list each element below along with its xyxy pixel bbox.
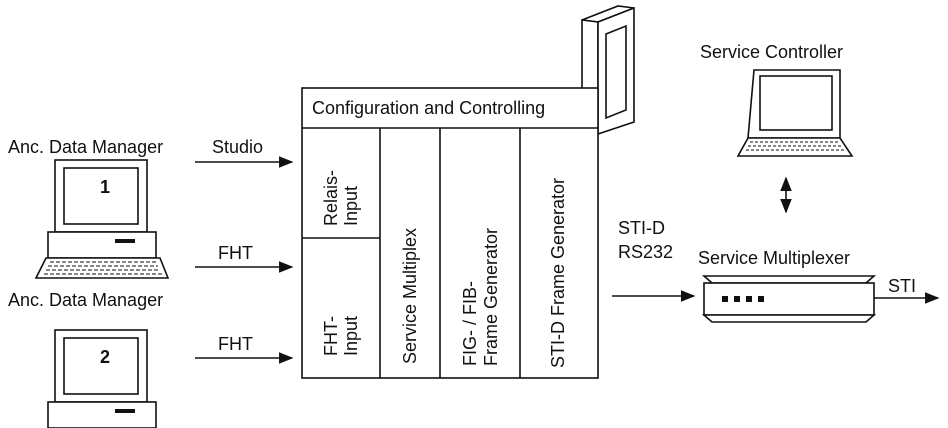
ancillary-data-computer-2 (47, 329, 157, 428)
sti-label: STI (888, 276, 916, 296)
studio-label: Studio (212, 137, 263, 157)
sti-d-frame-generator-label: STI-D Frame Generator (548, 178, 568, 368)
anc-data-manager-label-1: Anc. Data Manager (8, 137, 163, 157)
service-multiplexer-device (701, 275, 877, 323)
service-multiplexer-label: Service Multiplexer (698, 248, 850, 268)
rs232-label: RS232 (618, 242, 673, 262)
relais-input-label-line2: Input (341, 186, 361, 226)
fig-fib-label-line2: Frame Generator (481, 228, 501, 366)
pc1-number: 1 (100, 177, 110, 197)
config-controlling-label: Configuration and Controlling (312, 98, 545, 118)
fht-input-label-line1: FHT- (321, 316, 341, 356)
service-multiplex-label: Service Multiplex (400, 228, 420, 364)
main-processing-block (301, 87, 599, 379)
control-terminal (581, 5, 635, 136)
service-controller-laptop (736, 69, 854, 157)
fht-label-2: FHT (218, 334, 253, 354)
service-controller-label: Service Controller (700, 42, 843, 62)
relais-input-label-line1: Relais- (321, 170, 341, 226)
fht-input-label-line2: Input (341, 316, 361, 356)
fht-label-1: FHT (218, 243, 253, 263)
anc-data-manager-label-2: Anc. Data Manager (8, 290, 163, 310)
pc2-number: 2 (100, 347, 110, 367)
sti-d-label: STI-D (618, 218, 665, 238)
fig-fib-label-line1: FIG- / FIB- (460, 281, 480, 366)
ancillary-data-computer-1 (34, 159, 170, 279)
